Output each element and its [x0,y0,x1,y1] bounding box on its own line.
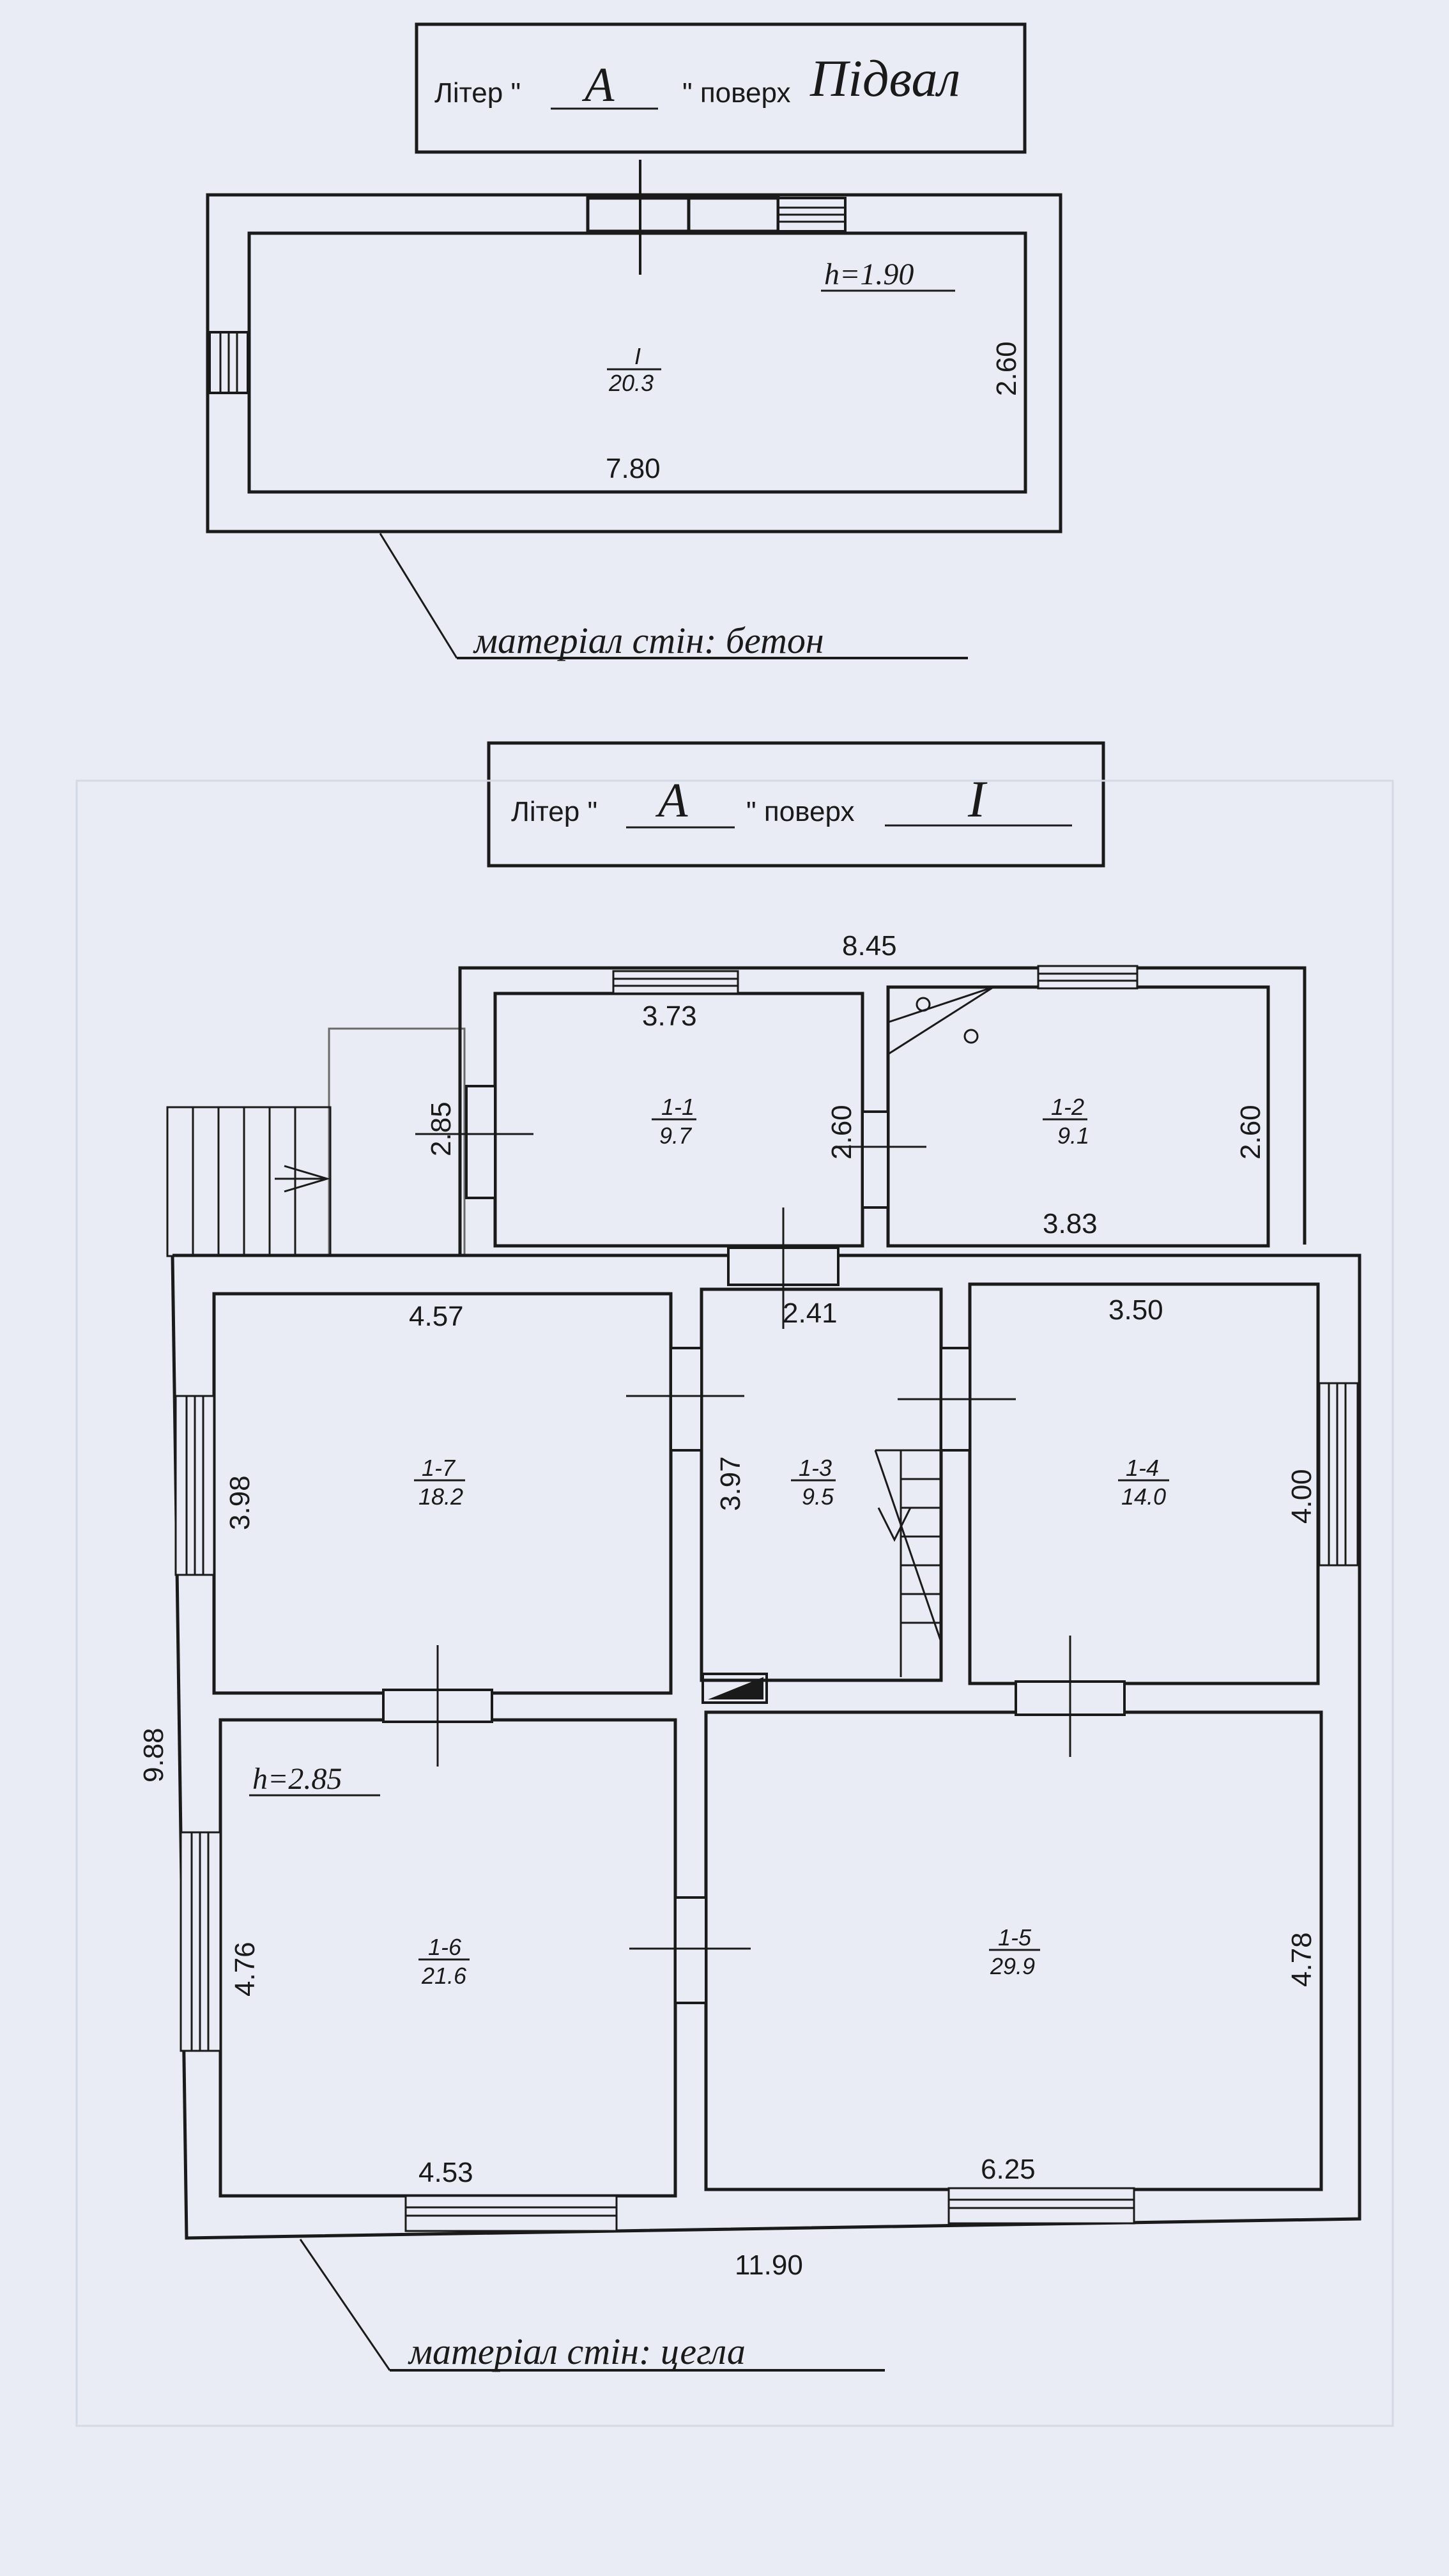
room-1-5-label: 1-5 29.9 [989,1924,1040,1979]
first-floor-floor: I [967,770,988,828]
basement-title-mid: " поверх [682,77,790,109]
svg-text:29.9: 29.9 [990,1953,1035,1979]
first-floor-litera: А [655,774,688,827]
svg-text:18.2: 18.2 [418,1483,463,1510]
interior-stair [874,1449,942,1677]
basement-room-num: I [634,343,641,369]
svg-text:1-7: 1-7 [422,1455,456,1481]
basement-title-box [415,22,1027,154]
dim-bottom-total: 11.90 [735,2250,803,2281]
first-floor-title-prefix: Літер " [511,796,597,827]
svg-text:1-5: 1-5 [998,1924,1032,1951]
svg-text:1-4: 1-4 [1126,1455,1159,1481]
dim-room-1-2-left-height: 2.60 [826,1105,857,1160]
basement-litera: А [581,58,615,112]
svg-text:1-6: 1-6 [428,1934,462,1960]
basement-height: h=1.90 [824,257,914,291]
svg-text:9.1: 9.1 [1057,1123,1089,1149]
dim-top-total: 8.45 [842,930,897,962]
stove-icon [887,986,994,1055]
dim-room-1-7-width: 4.57 [409,1301,464,1332]
first-floor-plan: Літер " А " поверх I [75,741,1394,2427]
room-1-2-label: 1-2 9.1 [1043,1094,1089,1149]
room-1-6-label: 1-6 21.6 [418,1934,470,1989]
room-1-4-outline [968,1282,1320,1685]
first-floor-height: h=2.85 [252,1762,342,1796]
svg-text:1-3: 1-3 [799,1455,832,1481]
svg-text:14.0: 14.0 [1121,1483,1166,1510]
basement-dim-depth: 2.60 [991,341,1022,396]
room-1-1-label: 1-1 9.7 [652,1094,696,1149]
dim-room-1-5-height: 4.78 [1286,1932,1317,1987]
dim-room-1-1-height: 2.85 [425,1101,457,1156]
svg-text:1-1: 1-1 [661,1094,694,1120]
first-floor-wall-material: матеріал стін: цегла [408,2331,746,2372]
room-1-3-label: 1-3 9.5 [791,1455,836,1510]
first-floor-title-box [487,741,1105,868]
outer-wall-upper [458,966,1307,1254]
dim-room-1-4-width: 3.50 [1108,1294,1163,1326]
dim-left-total: 9.88 [138,1728,169,1782]
dim-room-1-2-width: 3.83 [1043,1208,1098,1239]
basement-wall-material: матеріал стін: бетон [473,620,824,661]
svg-text:21.6: 21.6 [421,1963,467,1989]
basement-dim-width: 7.80 [606,453,661,484]
svg-text:1-2: 1-2 [1051,1094,1084,1120]
windows [174,965,1359,2232]
first-floor-title-mid: " поверх [746,796,854,827]
dim-room-1-4-height: 4.00 [1286,1469,1317,1524]
room-1-4-label: 1-4 14.0 [1118,1455,1169,1510]
room-1-7-label: 1-7 18.2 [414,1455,465,1510]
svg-text:9.7: 9.7 [659,1123,693,1149]
basement-outer-wall [206,193,1062,533]
chimney-icon [702,1673,768,1704]
svg-text:9.5: 9.5 [802,1483,834,1510]
entrance-steps [166,1106,332,1257]
basement-title-prefix: Літер " [434,77,521,109]
dim-room-1-2-height: 2.60 [1235,1105,1266,1160]
dim-room-1-7-height: 3.98 [224,1475,256,1530]
basement-floor: Підвал [809,49,960,107]
basement-plan: Літер " А " поверх Підвал h=1.90 I 20.3 … [206,22,1062,661]
dim-room-1-5-width: 6.25 [981,2154,1036,2185]
dim-room-1-6-width: 4.53 [418,2157,473,2188]
dim-room-1-3-width: 2.41 [783,1298,838,1329]
basement-room-area: 20.3 [608,370,654,396]
dim-room-1-6-height: 4.76 [229,1942,261,1997]
room-1-3-outline [700,1287,943,1682]
dim-room-1-3-height: 3.97 [715,1456,746,1511]
dim-room-1-1-width: 3.73 [642,1000,697,1032]
